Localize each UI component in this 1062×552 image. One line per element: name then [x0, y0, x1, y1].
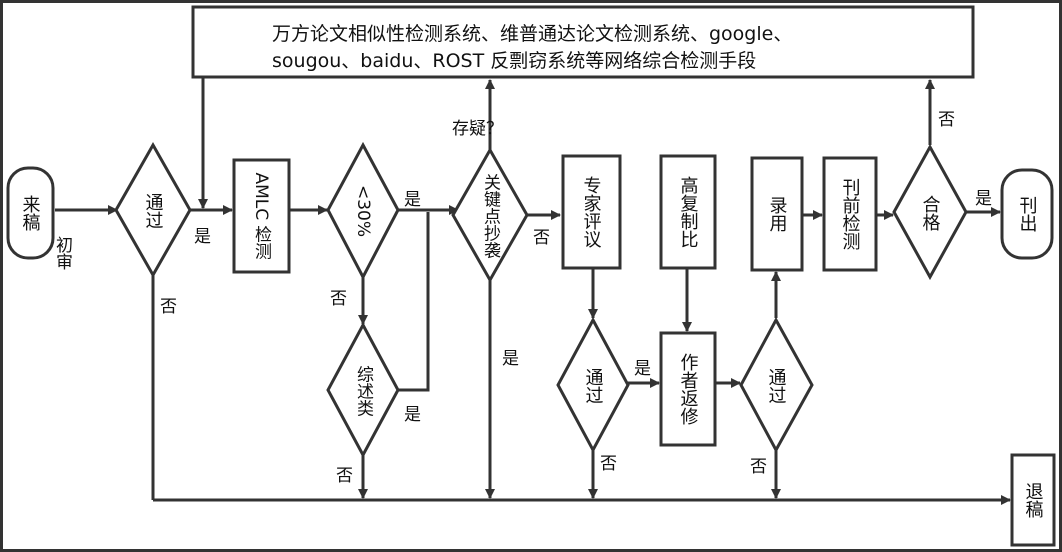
detection-methods-box [191, 5, 975, 79]
publish-label: 刊出 [1017, 196, 1038, 232]
label-pass2-yes: 是 [634, 359, 651, 379]
decision-review-type-label: 综述类 [353, 365, 374, 416]
label-qualified-no: 否 [938, 110, 955, 130]
author-revision-box [659, 331, 717, 447]
pre-publication-check-box [822, 156, 878, 272]
expert-review-label: 专家评议 [581, 176, 602, 248]
amlc-box [232, 158, 291, 274]
pre-publication-check-label: 刊前检测 [840, 178, 861, 251]
accept-box [750, 156, 804, 272]
label-pass1-no: 否 [160, 297, 177, 317]
publish-terminal [1000, 168, 1054, 260]
label-initial-review: 初审 [52, 236, 73, 270]
reject-box [1010, 453, 1056, 547]
decision-pass-initial [114, 141, 192, 279]
decision-key-plagiarism [451, 146, 529, 284]
edge-labels: 初审 是 否 是 否 是 否 存疑？ 否 是 是 否 否 是 否 [52, 110, 992, 486]
high-duplication-box [659, 154, 717, 270]
label-doubt: 存疑？ [452, 119, 503, 139]
label-30-yes: 是 [404, 190, 421, 210]
decision-pass-expert-label: 通过 [583, 368, 604, 404]
start-terminal [6, 166, 55, 260]
start-label: 来稿 [20, 195, 41, 232]
connectors [55, 78, 1011, 505]
decision-pass-revision [739, 316, 814, 454]
decision-pass-revision-label: 通过 [766, 368, 787, 404]
decision-key-plagiarism-label: 关键点抄袭 [480, 173, 501, 258]
decision-pass-initial-label: 通过 [143, 193, 164, 229]
expert-review-box [561, 154, 622, 270]
author-revision-label: 作者返修 [678, 353, 699, 425]
label-30-no: 否 [330, 289, 347, 309]
decision-pass-expert [556, 316, 630, 454]
decision-qualified [892, 143, 968, 281]
reject-label: 退稿 [1023, 482, 1044, 519]
label-pass3-no: 否 [750, 457, 767, 477]
label-pass1-yes: 是 [194, 227, 211, 247]
accept-label: 录用 [767, 196, 788, 232]
high-duplication-label: 高复制比 [678, 176, 699, 248]
edge-review-yes [398, 212, 430, 392]
label-plag-yes: 是 [502, 349, 519, 369]
decision-review-type [326, 321, 400, 459]
label-review-no: 否 [336, 466, 353, 486]
label-review-yes: 是 [404, 405, 421, 425]
label-qualified-yes: 是 [975, 189, 992, 209]
label-plag-no: 否 [533, 228, 550, 248]
decision-under-30 [326, 141, 400, 281]
decision-qualified-label: 合格 [920, 195, 941, 231]
detection-methods-line1: 万方论文相似性检测系统、维普通达论文检测系统、google、 [272, 23, 792, 45]
detection-methods-line2: sougou、baidu、ROST 反剽窃系统等网络综合检测手段 [272, 50, 756, 72]
label-pass2-no: 否 [600, 454, 617, 474]
amlc-label: AMLC 检测 [251, 172, 272, 260]
decision-under-30-label: <30% [353, 185, 373, 237]
